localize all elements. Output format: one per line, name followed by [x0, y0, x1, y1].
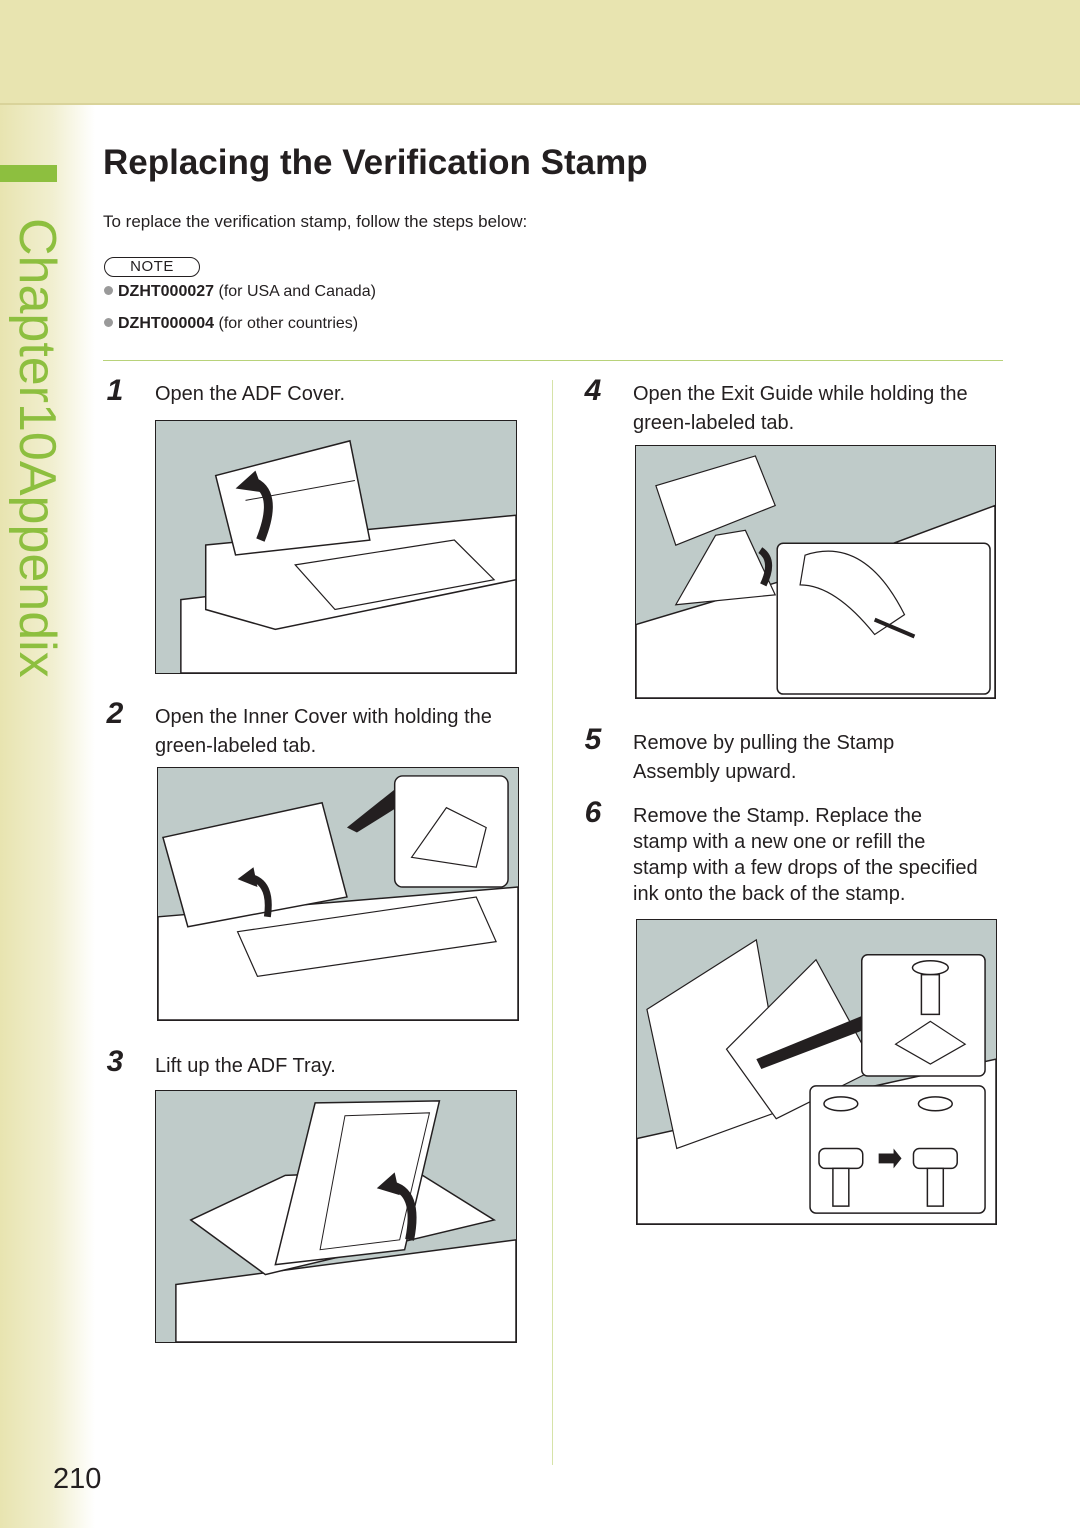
step-text: Open the Exit Guide while holding the gr… — [633, 380, 968, 438]
step-text: Lift up the ADF Tray. — [155, 1052, 336, 1081]
note-badge: NOTE — [104, 257, 200, 277]
illustration-remove-stamp — [636, 919, 997, 1225]
chapter-word: Chapter — [8, 218, 66, 403]
note-item-code: DZHT000027 — [118, 283, 215, 300]
step-text: Open the ADF Cover. — [155, 380, 345, 409]
bullet-icon — [104, 318, 113, 327]
chapter-number: 10 — [8, 403, 66, 461]
step-line: Lift up the ADF Tray. — [155, 1055, 336, 1077]
step-number: 6 — [584, 796, 602, 829]
note-item: DZHT000027 (for USA and Canada) — [104, 283, 376, 301]
step-line: stamp with a few drops of the specified — [633, 857, 978, 879]
step-number: 4 — [584, 374, 602, 407]
bullet-icon — [104, 286, 113, 295]
note-item: DZHT000004 (for other countries) — [104, 315, 358, 333]
column-divider — [552, 380, 553, 1465]
step-text: Remove by pulling the Stamp Assembly upw… — [633, 729, 894, 787]
step-line: green-labeled tab. — [633, 412, 795, 434]
step-number: 2 — [106, 697, 124, 730]
illustration-open-adf-cover — [155, 420, 517, 674]
page-number: 210 — [53, 1463, 102, 1495]
step-number: 1 — [106, 374, 124, 407]
note-item-text: (for USA and Canada) — [214, 283, 376, 300]
chapter-title: Appendix — [8, 460, 66, 678]
intro-text: To replace the verification stamp, follo… — [103, 212, 528, 231]
step-line: stamp with a new one or refill the — [633, 831, 926, 853]
header-band — [0, 0, 1080, 105]
step-text: Remove the Stamp. Replace the stamp with… — [633, 803, 978, 907]
chapter-marker — [0, 165, 57, 182]
section-divider — [103, 360, 1003, 361]
page-title: Replacing the Verification Stamp — [103, 143, 648, 182]
step-line: green-labeled tab. — [155, 735, 317, 757]
note-item-text: (for other countries) — [214, 315, 359, 332]
step-text: Open the Inner Cover with holding the gr… — [155, 703, 492, 761]
step-number: 3 — [106, 1045, 124, 1078]
illustration-open-exit-guide — [635, 445, 996, 699]
step-line: ink onto the back of the stamp. — [633, 883, 906, 905]
step-line: Assembly upward. — [633, 761, 797, 783]
step-line: Open the ADF Cover. — [155, 383, 346, 405]
note-item-code: DZHT000004 — [118, 315, 215, 332]
step-line: Open the Inner Cover with holding the — [155, 706, 492, 728]
step-number: 5 — [584, 723, 602, 756]
step-line: Remove by pulling the Stamp — [633, 732, 895, 754]
step-line: Remove the Stamp. Replace the — [633, 805, 923, 827]
illustration-open-inner-cover — [157, 767, 519, 1021]
step-line: Open the Exit Guide while holding the — [633, 383, 968, 405]
side-band — [0, 105, 95, 1528]
chapter-label: Chapter10Appendix — [7, 218, 67, 678]
illustration-lift-adf-tray — [155, 1090, 517, 1343]
